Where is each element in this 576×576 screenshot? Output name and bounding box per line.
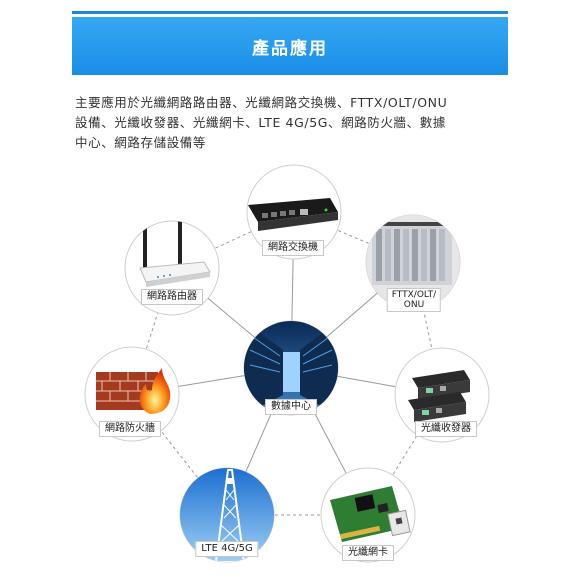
node-label-router: 網路路由器	[141, 289, 203, 305]
header-accent-line	[72, 11, 508, 14]
node-nic	[320, 467, 416, 563]
page-title: 產品應用	[252, 38, 328, 59]
node-label-transceiver: 光纖收發器	[415, 421, 477, 437]
node-transceiver	[394, 347, 490, 443]
node-switch	[246, 164, 342, 260]
node-label-firewall: 網路防火牆	[99, 421, 161, 437]
media-converter-icon	[408, 370, 470, 422]
node-label-datacenter: 數據中心	[265, 399, 317, 415]
network-card-icon	[330, 486, 411, 542]
description-line: 中心、網路存儲設備等	[75, 135, 207, 150]
network-switch-icon	[248, 198, 338, 231]
description-line: 設備、光纖收發器、光纖網卡、LTE 4G/5G、網路防火牆、數據	[75, 115, 446, 130]
node-firewall	[84, 346, 180, 442]
node-label-nic: 光纖網卡	[342, 545, 394, 561]
wifi-router-icon	[139, 221, 211, 287]
header-banner: 產品應用	[72, 17, 508, 75]
node-label-olt: FTTX/OLT/ ONU	[386, 288, 442, 312]
description: 主要應用於光纖網路路由器、光纖網路交換機、FTTX/OLT/ONU 設備、光纖收…	[75, 93, 515, 153]
description-line: 主要應用於光纖網路路由器、光纖網路交換機、FTTX/OLT/ONU	[75, 95, 448, 110]
node-label-switch: 網路交換機	[262, 240, 324, 256]
node-label-lte: LTE 4G/5G	[195, 541, 259, 557]
firewall-icon	[96, 368, 171, 414]
